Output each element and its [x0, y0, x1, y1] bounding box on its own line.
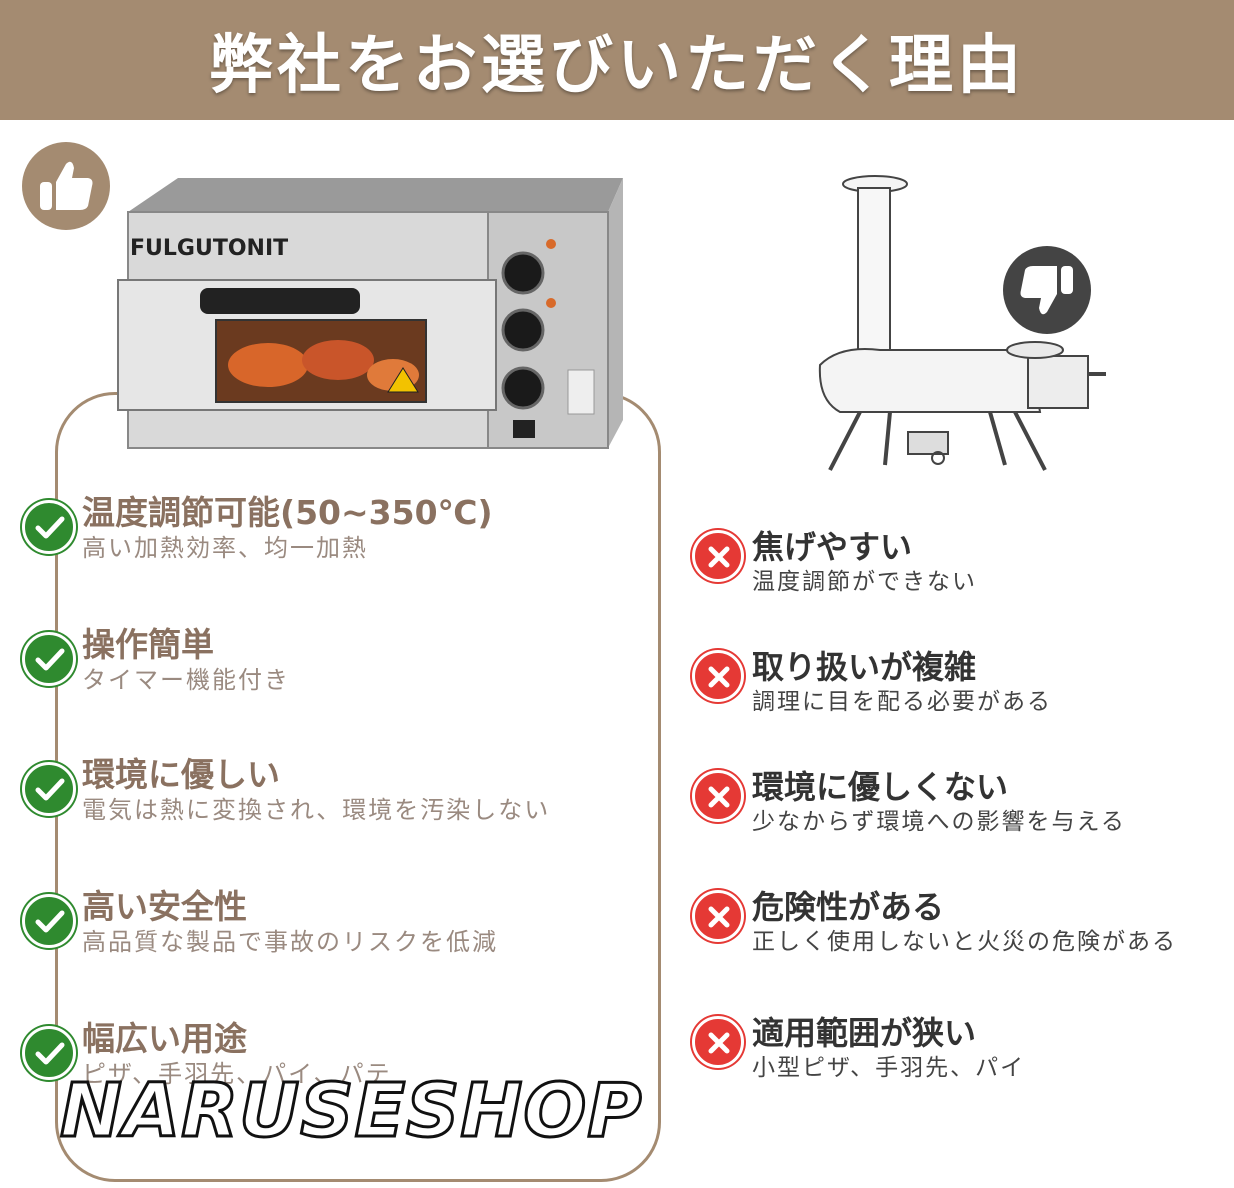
- advantage-title: 高い安全性: [82, 887, 247, 926]
- x-icon: [692, 770, 744, 822]
- advantage-item: 温度調節可能(50~350℃) 高い加熱効率、均一加熱: [22, 486, 642, 586]
- disadvantage-desc: 温度調節ができない: [752, 569, 977, 595]
- disadvantage-title: 環境に優しくない: [752, 768, 1009, 806]
- disadvantage-title: 焦げやすい: [752, 528, 913, 566]
- x-icon: [692, 530, 744, 582]
- advantage-item: 環境に優しい 電気は熱に変換され、環境を汚染しない: [22, 748, 642, 848]
- disadvantage-item: 環境に優しくない 少なからず環境への影響を与える: [692, 762, 1234, 852]
- check-icon: [22, 894, 76, 948]
- outdoor-grill-image: [800, 170, 1120, 500]
- pizza-oven-image: FULGUTONIT: [108, 170, 628, 460]
- disadvantage-title: 取り扱いが複雑: [752, 648, 977, 686]
- check-icon: [22, 500, 76, 554]
- disadvantage-title: 危険性がある: [752, 888, 945, 926]
- disadvantage-title: 適用範囲が狭い: [752, 1014, 977, 1052]
- advantage-item: 幅広い用途 ピザ、手羽先、パイ、パテ: [22, 1012, 642, 1112]
- x-icon: [692, 650, 744, 702]
- advantage-item: 高い安全性 高品質な製品で事故のリスクを低減: [22, 880, 642, 980]
- advantage-desc: ピザ、手羽先、パイ、パテ: [82, 1060, 392, 1088]
- advantage-title: 操作簡単: [82, 625, 214, 664]
- disadvantage-item: 危険性がある 正しく使用しないと火災の危険がある: [692, 882, 1234, 972]
- thumbs-up-icon: [22, 142, 110, 230]
- disadvantage-desc: 少なからず環境への影響を与える: [752, 809, 1126, 835]
- advantage-title: 幅広い用途: [82, 1019, 247, 1058]
- advantage-desc: 高品質な製品で事故のリスクを低減: [82, 928, 498, 956]
- advantage-desc: タイマー機能付き: [82, 666, 290, 694]
- disadvantage-item: 取り扱いが複雑 調理に目を配る必要がある: [692, 642, 1234, 732]
- advantage-desc: 高い加熱効率、均一加熱: [82, 534, 368, 562]
- check-icon: [22, 1026, 76, 1080]
- oven-brand-label: FULGUTONIT: [130, 236, 288, 261]
- disadvantage-item: 焦げやすい 温度調節ができない: [692, 522, 1234, 612]
- header-banner: 弊社をお選びいただく理由: [0, 0, 1234, 120]
- advantage-title: 温度調節可能(50~350℃): [82, 493, 493, 532]
- x-icon: [692, 1016, 744, 1068]
- x-icon: [692, 890, 744, 942]
- check-icon: [22, 632, 76, 686]
- disadvantage-item: 適用範囲が狭い 小型ピザ、手羽先、パイ: [692, 1008, 1234, 1098]
- check-icon: [22, 762, 76, 816]
- disadvantage-desc: 小型ピザ、手羽先、パイ: [752, 1055, 1026, 1081]
- disadvantage-desc: 調理に目を配る必要がある: [752, 689, 1052, 715]
- advantage-title: 環境に優しい: [82, 755, 280, 794]
- advantage-desc: 電気は熱に変換され、環境を汚染しない: [82, 796, 551, 824]
- disadvantage-desc: 正しく使用しないと火災の危険がある: [752, 929, 1177, 955]
- thumbs-down-icon: [1003, 246, 1091, 334]
- page-title: 弊社をお選びいただく理由: [209, 29, 1025, 103]
- shop-watermark: NARUSESHOP: [59, 1067, 643, 1156]
- advantage-item: 操作簡単 タイマー機能付き: [22, 618, 642, 718]
